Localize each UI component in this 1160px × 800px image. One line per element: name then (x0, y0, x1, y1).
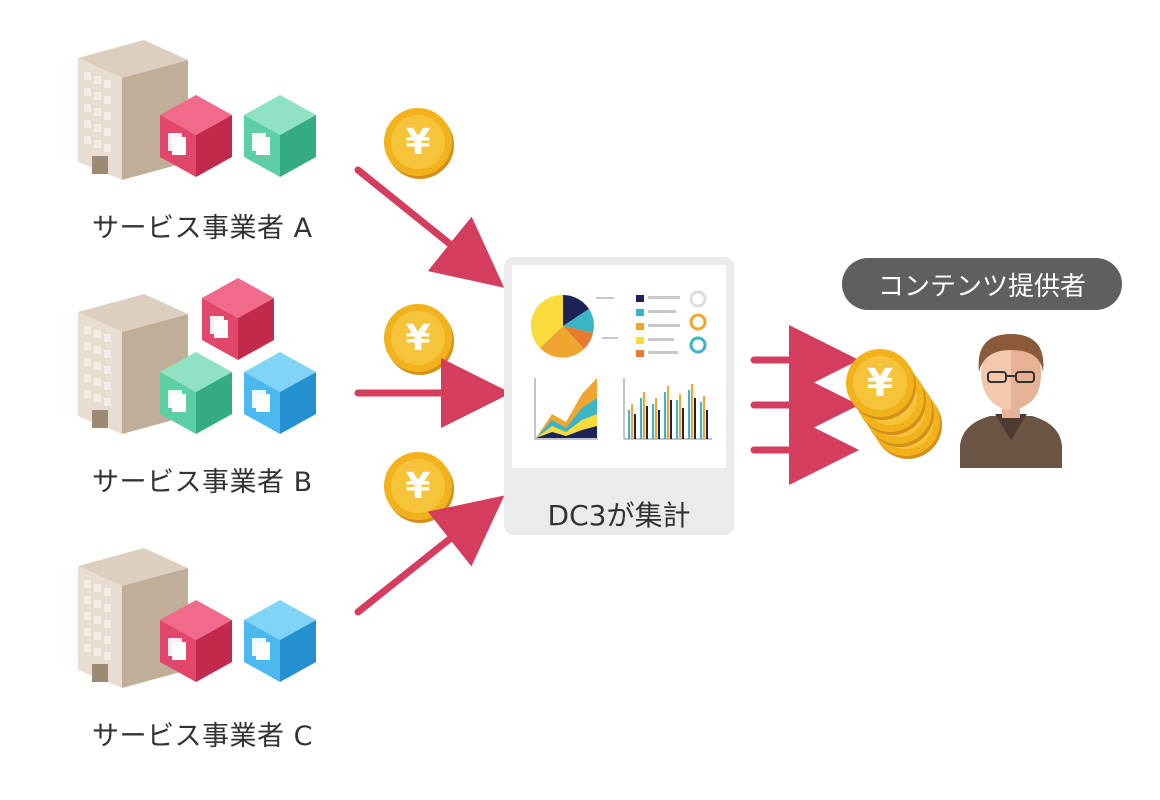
coin-icon: ¥ (384, 108, 454, 179)
svg-text:¥: ¥ (405, 122, 430, 163)
legend-list-icon (596, 290, 707, 357)
green-cube-icon (244, 95, 316, 177)
provider-c-label: サービス事業者 C (92, 721, 313, 752)
recipient-label: コンテンツ提供者 (842, 258, 1122, 310)
blue-cube-icon (244, 352, 316, 434)
blue-cube-icon (244, 600, 316, 682)
aggregator-label: DC3が集計 (547, 499, 691, 532)
coin-icon: ¥ (384, 452, 454, 523)
bar-chart-icon (623, 378, 712, 440)
provider-b-group (78, 278, 316, 434)
svg-text:¥: ¥ (867, 361, 893, 405)
provider-a-label: サービス事業者 A (92, 213, 313, 244)
person-avatar-icon (960, 334, 1062, 468)
area-chart-icon (534, 378, 598, 440)
coin-icon: ¥ (384, 304, 454, 375)
provider-c-group (78, 548, 316, 688)
arrow-c-icon (354, 495, 505, 616)
svg-text:¥: ¥ (405, 466, 430, 507)
pink-cube-icon (202, 278, 274, 360)
aggregator-panel (504, 257, 734, 535)
provider-b-label: サービス事業者 B (92, 467, 313, 498)
pie-chart-icon (530, 294, 594, 358)
svg-text:¥: ¥ (405, 318, 430, 359)
arrow-a-icon (354, 166, 505, 288)
coin-stack-icon: ¥ (846, 349, 942, 459)
provider-a-group (78, 40, 316, 180)
